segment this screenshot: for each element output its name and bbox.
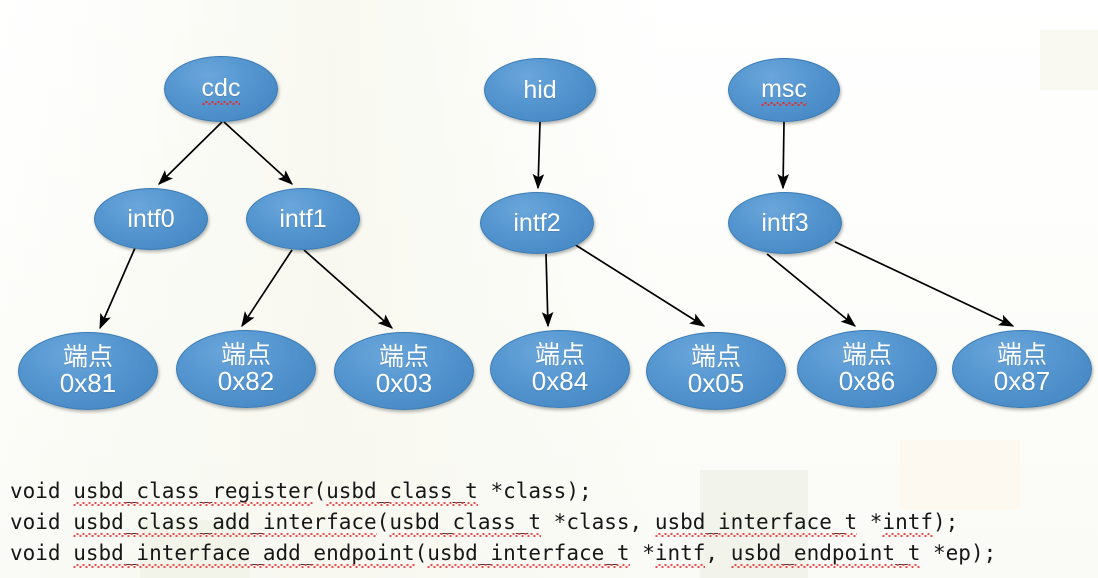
code-text: *class);	[477, 479, 592, 503]
code-text: ,	[705, 541, 731, 565]
code-text: void	[10, 541, 74, 565]
edge-intf1-to-ep82	[241, 249, 293, 328]
node-label: intf2	[513, 208, 561, 237]
endpoint-address: 0x05	[687, 368, 745, 399]
edge-cdc-to-intf0	[158, 121, 223, 185]
code-identifier: usbd_interface_t	[427, 538, 630, 569]
diagram-edges	[99, 121, 1015, 330]
endpoint-address: 0x86	[838, 366, 896, 397]
edge-intf0-to-ep81	[99, 247, 136, 330]
endpoint-address: 0x84	[531, 366, 589, 397]
edge-layer	[99, 121, 1015, 330]
edge-intf2-to-ep05	[573, 243, 706, 327]
edge-msc-to-intf3	[777, 121, 789, 190]
node-label: intf1	[279, 204, 327, 233]
code-text: *ep);	[920, 541, 997, 565]
code-identifier: usbd_class_register	[73, 476, 314, 507]
node-cdc: cdc	[164, 56, 278, 122]
code-identifier: usbd_interface_t	[654, 507, 858, 538]
node-label: cdc	[201, 74, 241, 105]
endpoint-name: 端点	[62, 341, 113, 371]
endpoint-address: 0x03	[375, 368, 433, 399]
spellcheck-underline: msc	[761, 75, 807, 106]
node-intf2: intf2	[480, 192, 594, 254]
endpoint-name: 端点	[220, 339, 271, 369]
endpoint-address: 0x81	[59, 368, 117, 399]
code-text: void	[10, 510, 74, 534]
node-intf3: intf3	[728, 192, 842, 254]
spellcheck-underline: cdc	[201, 74, 241, 105]
edge-cdc-to-intf1	[223, 121, 294, 185]
edge-hid-to-intf2	[532, 121, 545, 190]
node-msc: msc	[728, 58, 840, 122]
code-block: void usbd_class_register(usbd_class_t *c…	[10, 476, 1088, 569]
code-identifier: usbd_endpoint_t	[730, 538, 920, 569]
code-text: (	[376, 510, 390, 534]
node-intf0: intf0	[94, 188, 208, 250]
code-line-1: void usbd_class_register(usbd_class_t *c…	[10, 476, 1088, 507]
code-identifier: intf	[654, 538, 705, 569]
endpoint-address: 0x82	[217, 366, 275, 397]
endpoint-name: 端点	[534, 339, 585, 369]
edge-intf2-to-ep84	[541, 253, 554, 328]
endpoint-name: 端点	[690, 341, 741, 371]
code-identifier: usbd_interface_add_endpoint	[73, 538, 415, 569]
node-intf1: intf1	[246, 188, 360, 250]
code-line-3: void usbd_interface_add_endpoint(usbd_in…	[10, 538, 1088, 569]
endpoint-address: 0x87	[993, 366, 1051, 397]
code-text: *	[857, 510, 883, 534]
node-label: intf3	[761, 208, 809, 237]
code-identifier: usbd_class_t	[326, 476, 478, 507]
node-label: msc	[761, 75, 807, 106]
code-text: );	[933, 510, 959, 534]
node-label: intf0	[127, 204, 175, 233]
code-text: void	[10, 479, 74, 503]
code-line-2: void usbd_class_add_interface(usbd_class…	[10, 507, 1088, 538]
node-hid: hid	[484, 58, 596, 122]
code-text: (	[414, 541, 428, 565]
code-identifier: usbd_class_t	[389, 507, 541, 538]
code-identifier: usbd_class_add_interface	[73, 507, 378, 538]
edge-intf3-to-ep87	[834, 241, 1015, 327]
edge-intf3-to-ep86	[766, 253, 857, 327]
endpoint-name: 端点	[378, 341, 429, 371]
node-label: hid	[523, 75, 557, 104]
code-text: *	[629, 541, 655, 565]
endpoint-name: 端点	[996, 339, 1047, 369]
code-text: (	[313, 479, 327, 503]
code-identifier: intf	[882, 507, 933, 538]
endpoint-name: 端点	[841, 339, 892, 369]
edge-intf1-to-ep03	[303, 249, 394, 329]
code-text: *class,	[541, 510, 655, 534]
